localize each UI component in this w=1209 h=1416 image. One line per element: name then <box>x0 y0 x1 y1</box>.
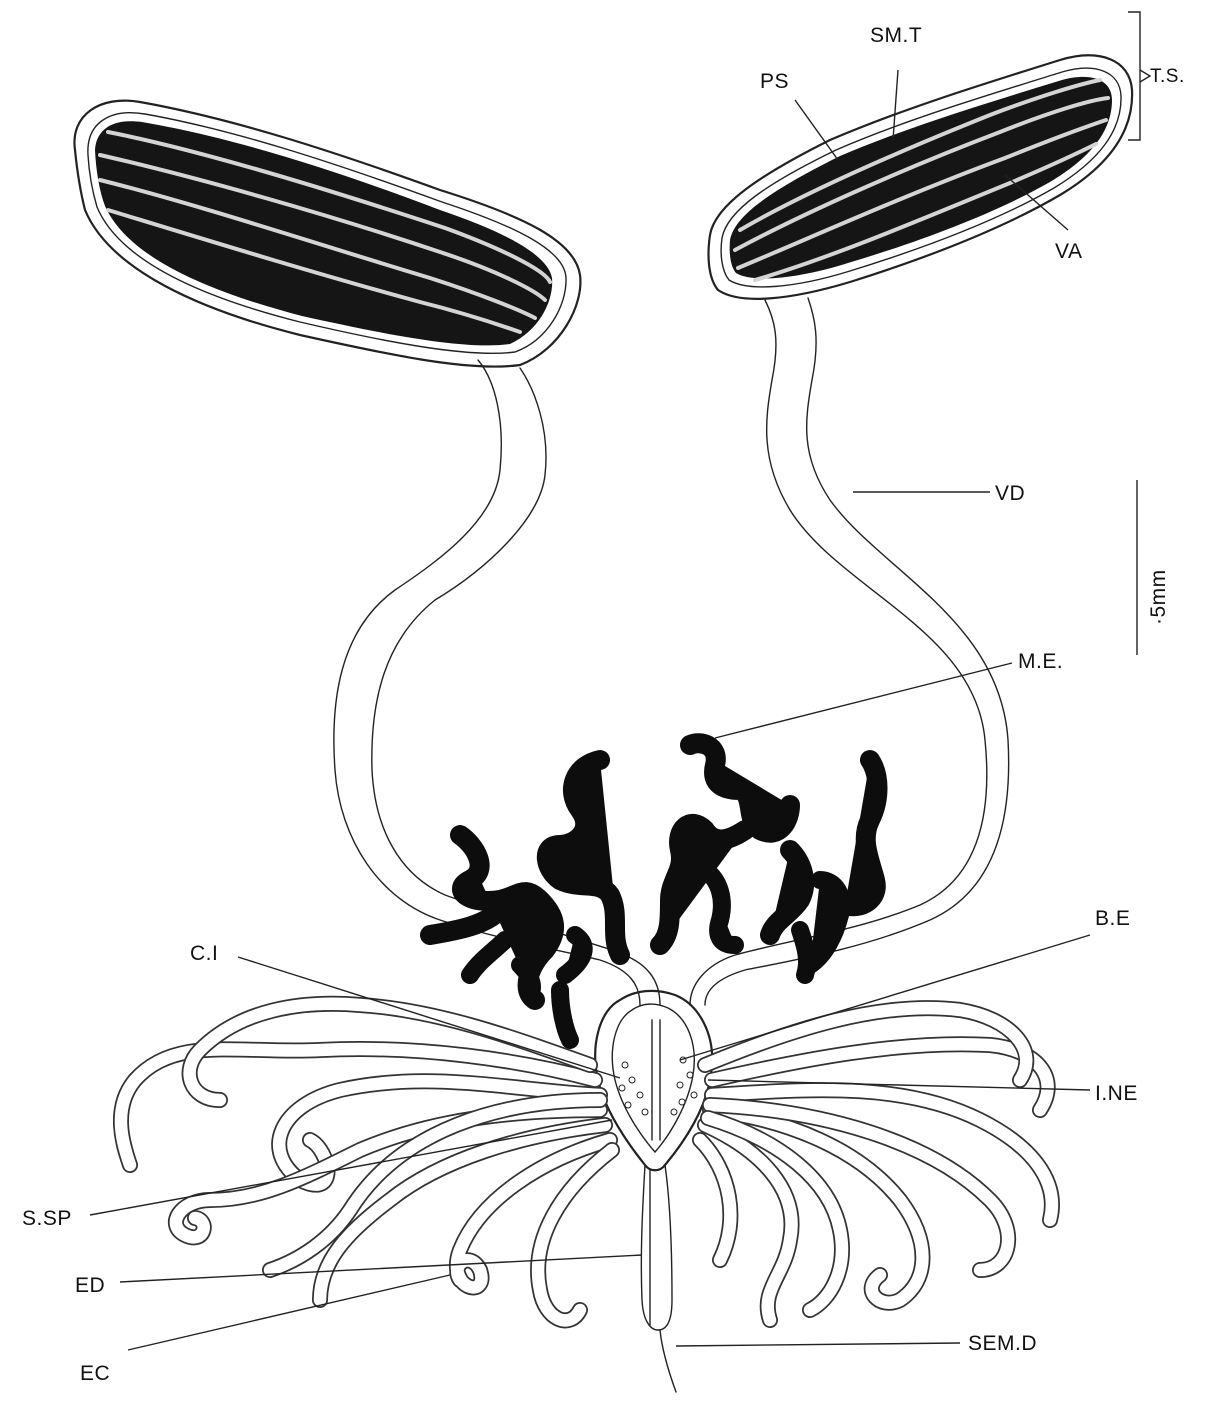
label-ine: I.NE <box>1095 1082 1138 1105</box>
label-smt: SM.T <box>870 24 922 47</box>
leader-ed <box>120 1255 642 1282</box>
leader-ec <box>128 1275 450 1350</box>
ts-bracket <box>1128 12 1150 140</box>
label-ts: T.S. <box>1150 66 1185 87</box>
label-ssp: S.SP <box>22 1207 72 1230</box>
median-ejaculatory-glands <box>430 743 878 1040</box>
leader-ps <box>795 100 838 160</box>
label-va: VA <box>1055 240 1082 263</box>
label-me: M.E. <box>1018 650 1063 673</box>
label-ps: PS <box>760 70 789 93</box>
leader-semd <box>676 1343 960 1346</box>
label-ec: EC <box>80 1362 110 1385</box>
bulbus-internal-dots <box>619 1057 697 1115</box>
label-ci: C.I <box>190 942 218 965</box>
left-testis <box>74 101 580 367</box>
label-vd: VD <box>995 482 1025 505</box>
ejaculatory-duct <box>641 1165 676 1392</box>
accessory-gland-tubules <box>121 1004 1052 1321</box>
leader-smt <box>893 70 898 140</box>
label-scale: ·5mm <box>1147 569 1170 625</box>
label-ed: ED <box>75 1274 105 1297</box>
label-semd: SEM.D <box>968 1332 1037 1355</box>
label-be: B.E <box>1095 907 1130 930</box>
leader-me <box>715 663 1012 738</box>
